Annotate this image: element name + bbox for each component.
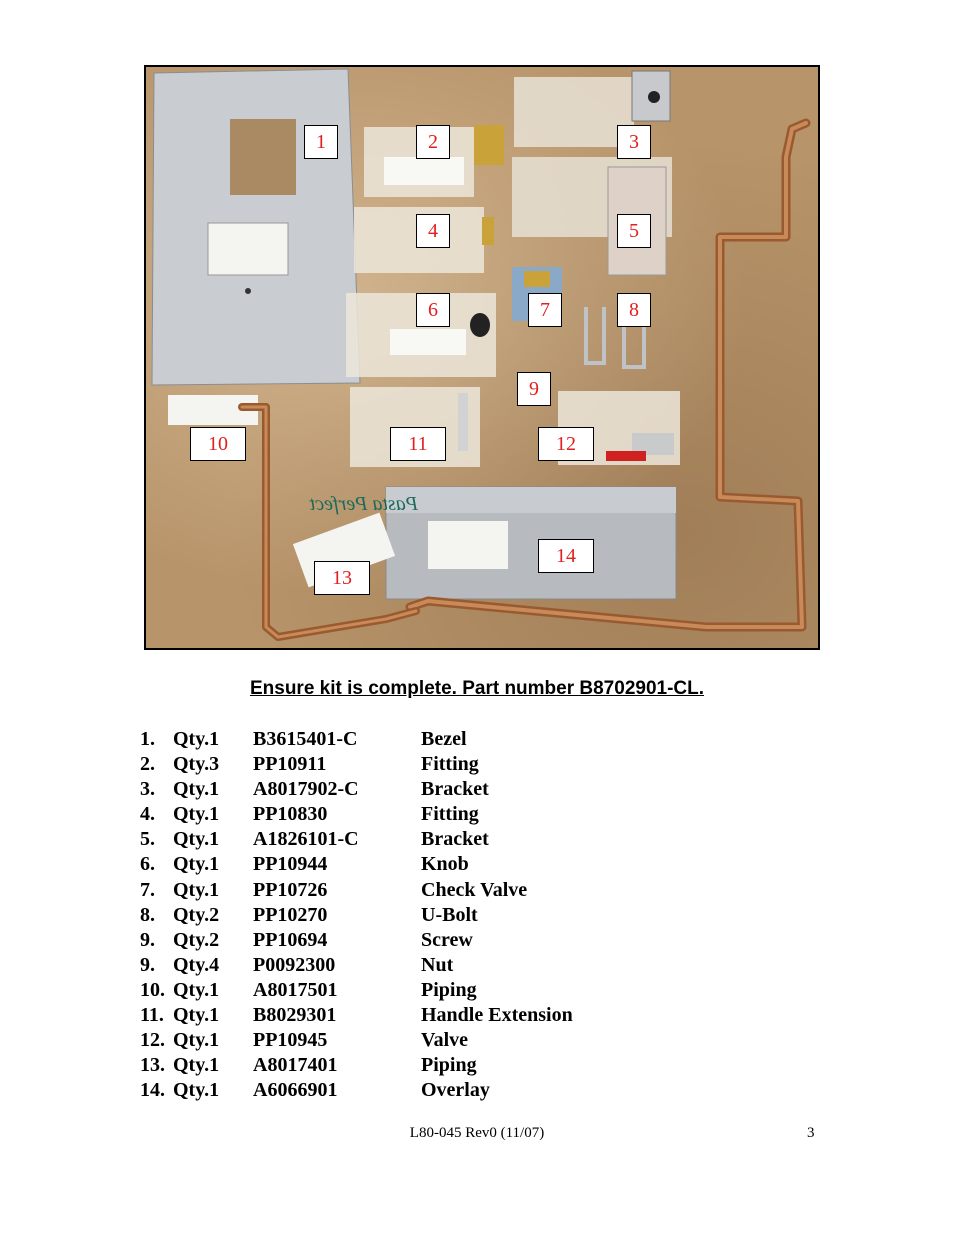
parts-list-item: 11. Qty.1 B8029301 Handle Extension xyxy=(140,1003,740,1028)
page-number: 3 xyxy=(807,1125,815,1141)
part-quantity: Qty.1 xyxy=(173,803,220,826)
callout-6: 6 xyxy=(416,293,450,327)
part-number-index: 6. xyxy=(140,853,155,876)
parts-list-item: 1. Qty.1 B3615401-C Bezel xyxy=(140,727,740,752)
callout-12: 12 xyxy=(538,427,594,461)
part-quantity: Qty.1 xyxy=(173,878,220,901)
callout-13: 13 xyxy=(314,561,370,595)
parts-list-item: 12. Qty.1 PP10945 Valve xyxy=(140,1028,740,1053)
part-quantity: Qty.1 xyxy=(173,853,220,876)
part-quantity: Qty.1 xyxy=(173,978,220,1001)
part-description: Nut xyxy=(421,953,454,976)
parts-list-item: 3. Qty.1 A8017902-C Bracket xyxy=(140,777,740,802)
bezel-panel xyxy=(151,68,361,386)
part-number: PP10270 xyxy=(253,903,328,926)
parts-list-item: 8. Qty.2 PP10270 U-Bolt xyxy=(140,903,740,928)
part-number: P0092300 xyxy=(253,953,336,976)
parts-list-item: 14. Qty.1 A6066901 Overlay xyxy=(140,1078,740,1103)
part-quantity: Qty.1 xyxy=(173,828,220,851)
part-number-index: 4. xyxy=(140,803,155,826)
part-number-index: 10. xyxy=(140,978,165,1001)
part-number: B8029301 xyxy=(253,1004,337,1027)
callout-10: 10 xyxy=(190,427,246,461)
part-number-index: 8. xyxy=(140,903,155,926)
parts-list-item: 13. Qty.1 A8017401 Piping xyxy=(140,1053,740,1078)
part-quantity: Qty.3 xyxy=(173,753,220,776)
part-number-index: 14. xyxy=(140,1079,165,1102)
callout-3: 3 xyxy=(617,125,651,159)
part-number: A1826101-C xyxy=(253,828,359,851)
part-number: PP10945 xyxy=(253,1029,328,1052)
callout-8: 8 xyxy=(617,293,651,327)
part-number-index: 5. xyxy=(140,828,155,851)
part-number: PP10694 xyxy=(253,928,328,951)
part-quantity: Qty.1 xyxy=(173,1054,220,1077)
part-quantity: Qty.1 xyxy=(173,1004,220,1027)
parts-list-item: 5. Qty.1 A1826101-C Bracket xyxy=(140,827,740,852)
parts-list-item: 10. Qty.1 A8017501 Piping xyxy=(140,978,740,1003)
part-description: Bracket xyxy=(421,778,489,801)
part-description: Piping xyxy=(421,978,477,1001)
parts-list-item: 9. Qty.4 P0092300 Nut xyxy=(140,953,740,978)
part-quantity: Qty.1 xyxy=(173,1079,220,1102)
part-number: A8017401 xyxy=(253,1054,338,1077)
part-description: Fitting xyxy=(421,803,479,826)
part-description: Handle Extension xyxy=(421,1004,573,1027)
part-description: U-Bolt xyxy=(421,903,478,926)
part-description: Piping xyxy=(421,1054,477,1077)
part-number-index: 9. xyxy=(140,928,155,951)
part-description: Fitting xyxy=(421,753,479,776)
part-description: Check Valve xyxy=(421,878,528,901)
copper-piping xyxy=(238,118,811,641)
callout-11: 11 xyxy=(390,427,446,461)
part-description: Bezel xyxy=(421,728,467,750)
parts-list-item: 6. Qty.1 PP10944 Knob xyxy=(140,852,740,877)
kit-photo: Pasta Perfect 1 2 3 4 5 6 7 8 9 10 11 12… xyxy=(144,65,820,650)
part-number: A8017902-C xyxy=(253,778,359,801)
part-number-index: 2. xyxy=(140,753,155,776)
part-quantity: Qty.1 xyxy=(173,728,220,750)
part-number: PP10911 xyxy=(253,753,327,776)
part-number: PP10830 xyxy=(253,803,328,826)
part-quantity: Qty.1 xyxy=(173,778,220,801)
parts-bags xyxy=(168,70,680,467)
callout-5: 5 xyxy=(617,214,651,248)
part-number-index: 13. xyxy=(140,1054,165,1077)
part-quantity: Qty.2 xyxy=(173,928,220,951)
parts-list-item: 9. Qty.2 PP10694 Screw xyxy=(140,928,740,953)
parts-list-item: 2. Qty.3 PP10911 Fitting xyxy=(140,752,740,777)
part-quantity: Qty.1 xyxy=(173,1029,220,1052)
part-description: Bracket xyxy=(421,828,489,851)
document-id: L80-045 Rev0 (11/07) xyxy=(409,1125,545,1141)
callout-4: 4 xyxy=(416,214,450,248)
callout-1: 1 xyxy=(304,125,338,159)
part-description: Screw xyxy=(421,928,473,951)
part-number-index: 3. xyxy=(140,778,155,801)
parts-list-item: 4. Qty.1 PP10830 Fitting xyxy=(140,802,740,827)
part-description: Valve xyxy=(421,1029,469,1052)
part-number-index: 7. xyxy=(140,878,155,901)
part-number: A8017501 xyxy=(253,978,338,1001)
part-quantity: Qty.4 xyxy=(173,953,220,976)
callout-7: 7 xyxy=(528,293,562,327)
kit-photo-drawing: Pasta Perfect xyxy=(151,68,811,641)
part-number-index: 1. xyxy=(140,728,155,750)
callout-9: 9 xyxy=(517,372,551,406)
callout-2: 2 xyxy=(416,125,450,159)
part-description: Overlay xyxy=(421,1079,490,1102)
part-number-index: 11. xyxy=(140,1004,164,1027)
part-number-index: 12. xyxy=(140,1029,165,1052)
kit-heading: Ensure kit is complete. Part number B870… xyxy=(249,678,705,699)
callout-14: 14 xyxy=(538,539,594,573)
overlay-script-text: Pasta Perfect xyxy=(309,493,419,515)
part-number: PP10726 xyxy=(253,878,328,901)
part-number: PP10944 xyxy=(253,853,328,876)
parts-list-item: 7. Qty.1 PP10726 Check Valve xyxy=(140,878,740,903)
part-number: A6066901 xyxy=(253,1079,338,1102)
part-number-index: 9. xyxy=(140,953,155,976)
part-description: Knob xyxy=(421,853,469,876)
part-number: B3615401-C xyxy=(253,728,358,750)
part-quantity: Qty.2 xyxy=(173,903,220,926)
